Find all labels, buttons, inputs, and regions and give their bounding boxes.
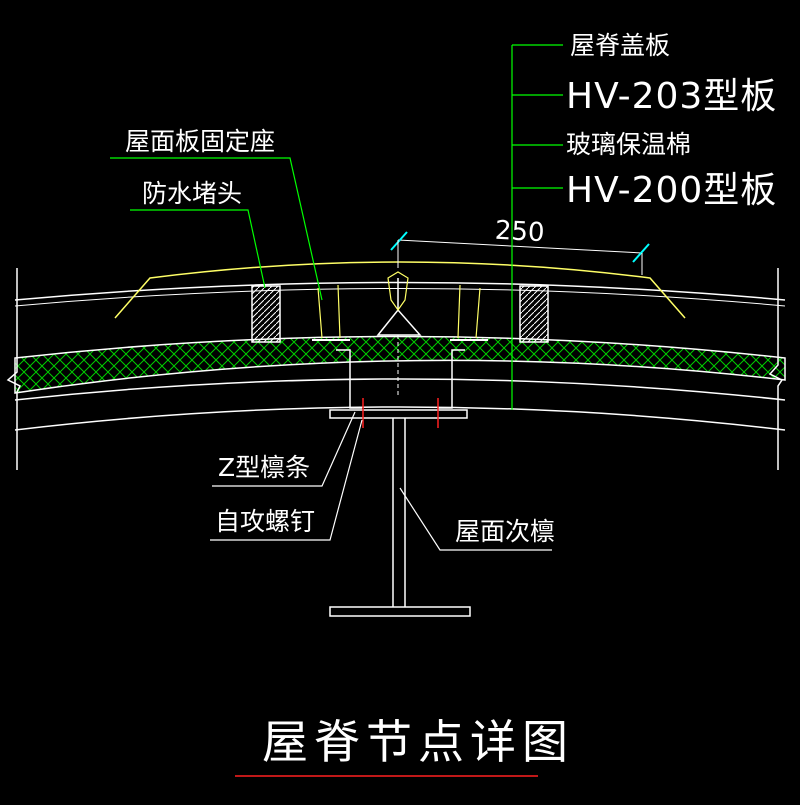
left-upper-leaders <box>110 157 323 301</box>
upper-panel-bottom <box>14 288 786 307</box>
fixing-seat-left <box>312 284 350 341</box>
purlin-cap-plate <box>329 409 468 419</box>
waterproof-plug-right <box>519 285 549 343</box>
lower-panel-top <box>14 378 786 401</box>
label-self-tapping-screw: 自攻螺钉 <box>215 507 315 536</box>
label-hv200: HV-200型板 <box>566 170 777 211</box>
z-purlin-right <box>438 349 465 409</box>
upper-panel-top <box>14 281 786 301</box>
lower-leaders <box>210 411 552 551</box>
drawing-title: 屋脊节点详图 <box>262 715 574 769</box>
dimension-250 <box>390 231 650 275</box>
waterproof-plug-left <box>251 285 281 343</box>
ridge-v-fold <box>376 278 422 336</box>
dimension-value: 250 <box>494 216 545 249</box>
left-break-line <box>6 268 22 470</box>
label-hv203: HV-203型板 <box>566 76 777 117</box>
self-tapping-screw-marks <box>362 398 439 428</box>
label-waterproof-plug: 防水堵头 <box>142 179 242 208</box>
right-leaders <box>511 44 563 410</box>
insulation-band <box>14 335 786 394</box>
ridge-cap <box>114 261 686 319</box>
label-insulation: 玻璃保温棉 <box>566 130 691 159</box>
fixing-seat-right <box>450 284 488 341</box>
lower-panel-bottom <box>14 406 786 431</box>
secondary-purlin <box>329 418 471 617</box>
label-ridge-cap: 屋脊盖板 <box>570 31 670 60</box>
ridge-center-cap <box>387 271 409 312</box>
right-break-line <box>768 268 784 470</box>
label-z-purlin: Z型檩条 <box>218 453 310 482</box>
label-fixing-seat: 屋面板固定座 <box>125 127 275 156</box>
z-purlin-left <box>336 349 362 409</box>
label-secondary-purlin: 屋面次檩 <box>455 517 555 546</box>
